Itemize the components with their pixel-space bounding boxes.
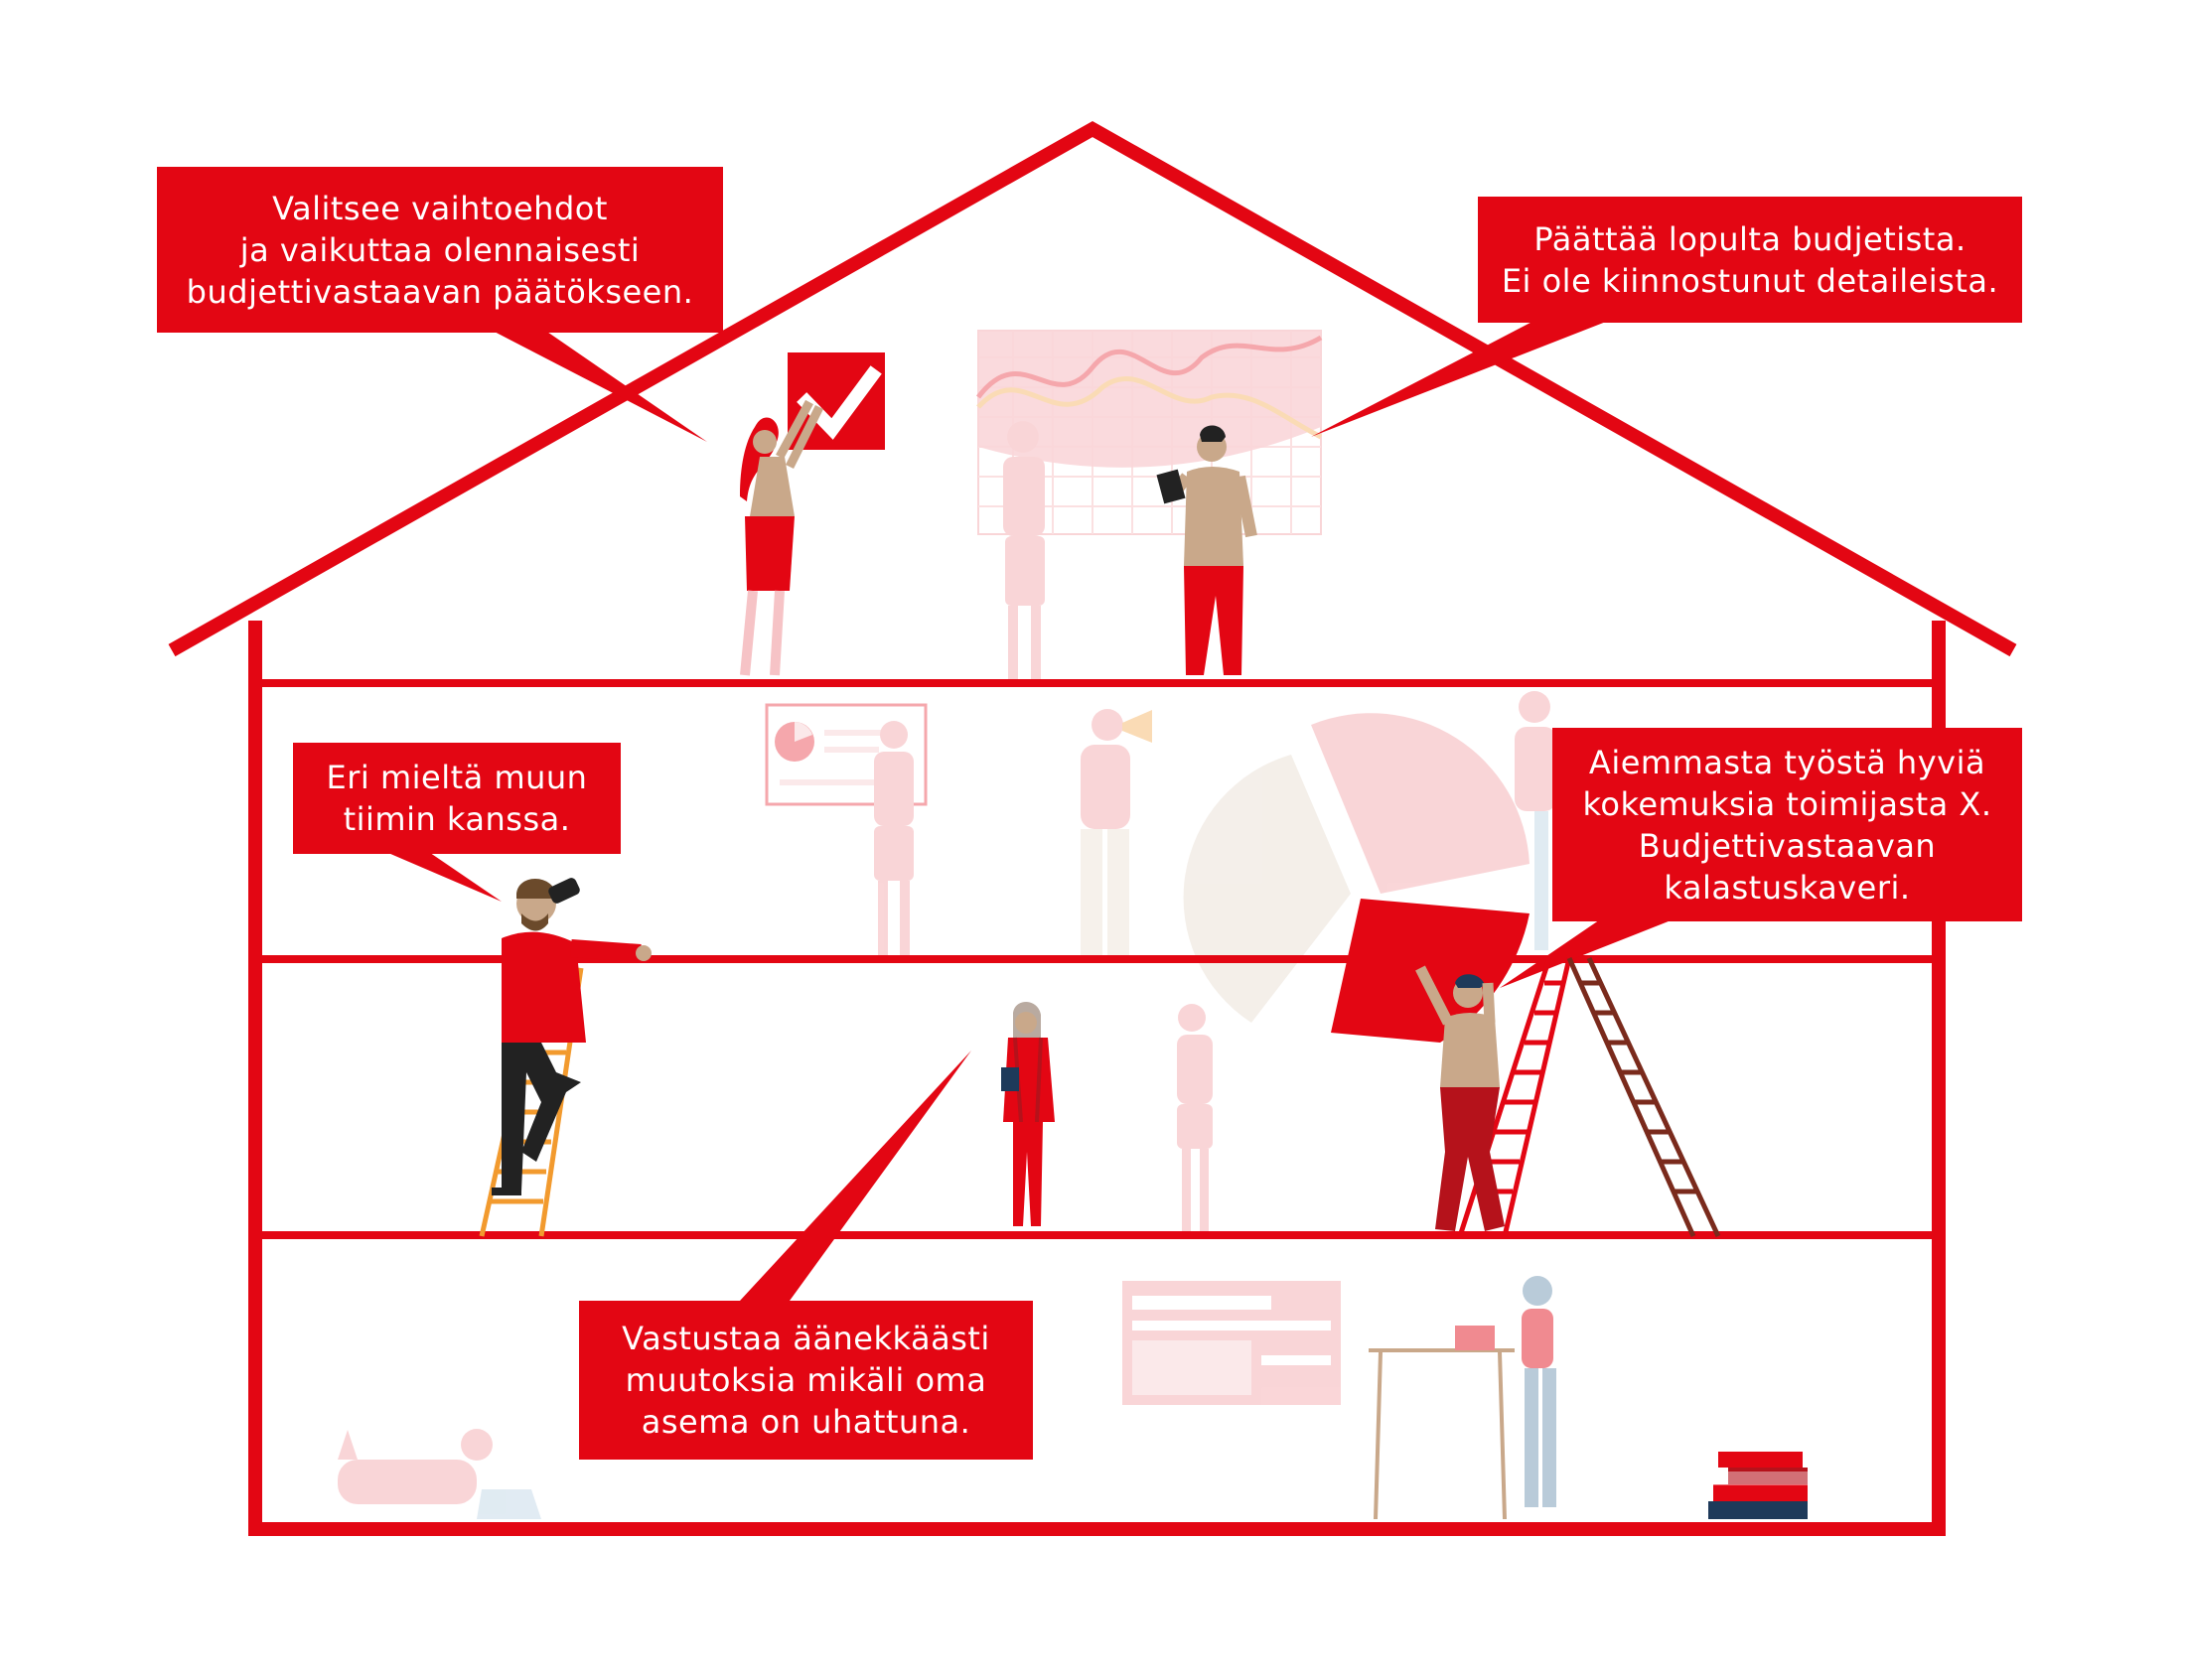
book-stack-icon [1708,1452,1813,1519]
callout-line: asema on uhattuna. [641,1403,971,1441]
person-man-lifting [1415,965,1505,1231]
person-faded-pie-holder [1515,691,1556,950]
ladder-right-back [1566,956,1721,1238]
laptop-icon [477,1489,541,1519]
binoculars-icon [548,878,580,904]
megaphone-icon [1122,710,1152,743]
person-woman-checkmark [740,399,824,676]
person-faded-board [1003,421,1045,680]
callout-line: Vastustaa äänekkäästi [622,1320,990,1357]
presentation-board [765,703,928,806]
tablet-icon [1156,469,1186,504]
person-standing-desk [1369,1276,1556,1520]
person-binoculars [492,878,652,1195]
person-faded-pushing [1177,1004,1213,1233]
person-woman-tablet [1001,1001,1055,1226]
house-walls [248,621,1946,1536]
callout-line: muutoksia mikäli oma [625,1361,987,1399]
roof [168,120,2017,657]
callout-line: kokemuksia toimijasta X. [1582,784,1992,823]
callout-bottom-wrap: Vastustaa äänekkäästi muutoksia mikäli o… [579,1301,1033,1460]
callout-top-right: Päättää lopulta budjetista. Ei ole kiinn… [1478,197,2022,323]
callout-line: Eri mieltä muun [326,759,588,796]
person-faded-megaphone [1081,709,1130,958]
callout-line: Päättää lopulta budjetista. [1533,219,1966,258]
pie-slice-red [1331,899,1530,1043]
callout-line: Ei ole kiinnostunut detaileista. [1501,261,1999,300]
callout-line: Budjettivastaavan [1638,826,1937,865]
callout-mid-right-wrap: Aiemmasta työstä hyviä kokemuksia toimij… [1552,728,2022,921]
house-outline [168,120,2017,1536]
callout-line: budjettivastaavan päätökseen. [186,272,694,311]
person-faded-laptop [338,1429,493,1504]
callout-pointers [367,313,1688,1301]
person-man-tablet [1156,425,1257,675]
callout-mid-left: Eri mieltä muun tiimin kanssa. [293,743,621,854]
callout-line: tiimin kanssa. [343,800,571,838]
screen-panel [1122,1281,1341,1405]
callout-top-left: Valitsee vaihtoehdot ja vaikuttaa olenna… [157,167,723,333]
callout-line: Aiemmasta työstä hyviä [1588,743,1986,781]
callout-top-right-wrap: Päättää lopulta budjetista. Ei ole kiinn… [1478,197,2022,323]
callout-bottom: Vastustaa äänekkäästi muutoksia mikäli o… [579,1301,1033,1460]
callout-mid-left-wrap: Eri mieltä muun tiimin kanssa. [293,743,621,854]
callout-mid-right: Aiemmasta työstä hyviä kokemuksia toimij… [1552,728,2022,921]
callout-top-left-wrap: Valitsee vaihtoehdot ja vaikuttaa olenna… [157,167,723,333]
callout-line: Valitsee vaihtoehdot [272,189,608,227]
ladder-right [1457,957,1572,1237]
callout-line: ja vaikuttaa olennaisesti [239,230,641,269]
line-chart-board-icon [976,330,1323,535]
person-faded-presenter [874,721,914,955]
callout-line: kalastuskaveri. [1664,868,1911,907]
